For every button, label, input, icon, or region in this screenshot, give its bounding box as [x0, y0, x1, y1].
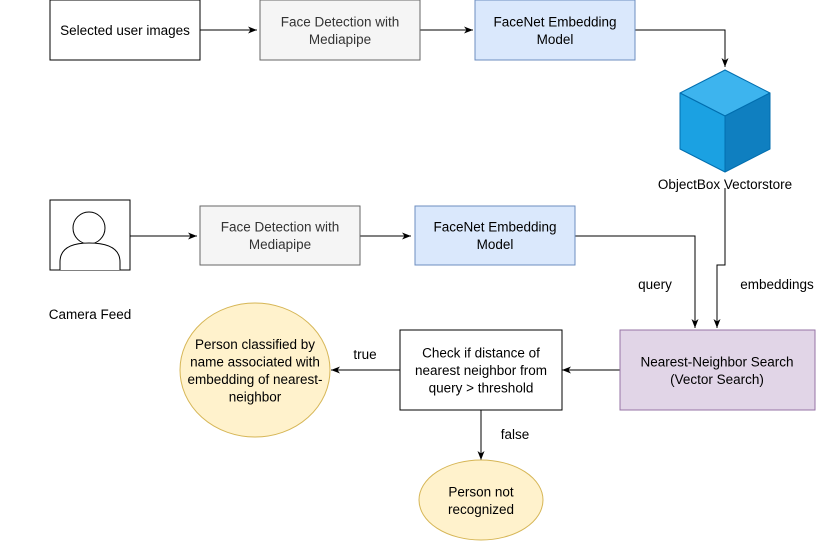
label-line: FaceNet Embedding	[433, 219, 556, 234]
person-not-recognized-ellipse[interactable]	[418, 459, 544, 541]
user-shoulders-icon	[59, 242, 121, 270]
face-detection-box-bottom[interactable]	[199, 205, 361, 266]
label-line: Person classified by	[195, 337, 315, 352]
label-line: ObjectBox Vectorstore	[658, 177, 792, 192]
facenet-box-top[interactable]	[474, 0, 636, 61]
label-line: Selected user images	[60, 23, 190, 38]
label-line: name associated with	[190, 354, 320, 369]
label-line: recognized	[448, 502, 514, 517]
edges	[130, 26, 729, 460]
camera-feed-user-icon[interactable]	[49, 199, 131, 271]
label-line: Face Detection with	[281, 14, 400, 29]
edge-query	[575, 235, 699, 328]
user-head-icon	[72, 211, 106, 245]
cube-right-face	[724, 92, 771, 173]
label-line: Check if distance of	[422, 346, 540, 361]
selected-images-label: Selected user images	[60, 23, 190, 38]
edge-label-query: query	[638, 277, 672, 292]
label-line: Mediapipe	[309, 32, 371, 47]
label-line: Model	[537, 32, 574, 47]
face-detection-box-top[interactable]	[259, 0, 421, 61]
label-line: FaceNet Embedding	[493, 14, 616, 29]
label-line: nearest neighbor from	[415, 363, 547, 378]
edge-label-false: false	[501, 427, 530, 442]
camera-feed-label: Camera Feed	[49, 307, 132, 322]
selected-images-box[interactable]	[49, 0, 201, 61]
person-classified-ellipse[interactable]	[179, 302, 331, 438]
label-line: Camera Feed	[49, 307, 132, 322]
label-line: Nearest-Neighbor Search	[640, 354, 793, 369]
person-not-recognized-label: Person not recognized	[448, 484, 514, 517]
distance-check-label: Check if distance of nearest neighbor fro…	[415, 346, 547, 396]
vectorstore-cube-icon[interactable]	[679, 69, 771, 173]
edge-label-embeddings: embeddings	[740, 277, 814, 292]
label-line: Face Detection with	[221, 219, 340, 234]
edge-label-true: true	[353, 347, 376, 362]
label-line: Mediapipe	[249, 237, 311, 252]
label-line: Model	[477, 237, 514, 252]
label-line: query > threshold	[429, 381, 534, 396]
label-line: Person not	[448, 484, 514, 499]
nearest-neighbor-search-label: Nearest-Neighbor Search (Vector Search)	[640, 354, 793, 387]
person-classified-label: Person classified by name associated with…	[187, 337, 322, 405]
label-line: (Vector Search)	[670, 372, 764, 387]
edge-facenet-to-vectorstore	[635, 29, 729, 67]
vectorstore-label: ObjectBox Vectorstore	[658, 177, 792, 192]
distance-check-box[interactable]	[399, 329, 563, 411]
label-line: neighbor	[229, 389, 282, 404]
facenet-box-bottom[interactable]	[414, 205, 576, 266]
nearest-neighbor-search-box[interactable]	[619, 329, 816, 411]
label-line: embedding of nearest-	[187, 372, 322, 387]
edge-embeddings	[713, 188, 726, 328]
